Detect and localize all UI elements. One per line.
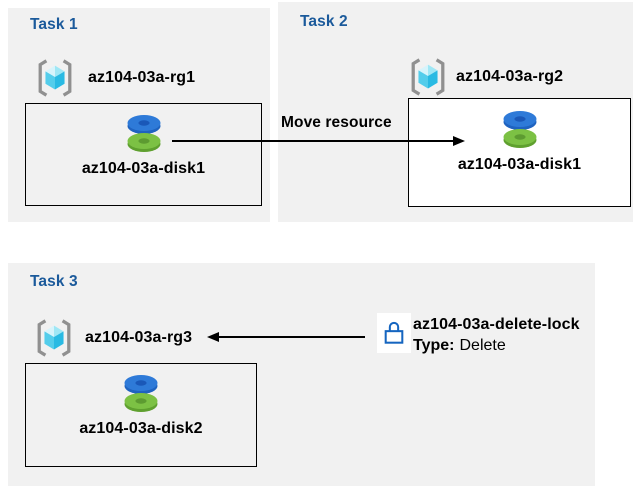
task2-title: Task 2 <box>300 13 348 30</box>
disk-label: az104-03a-disk1 <box>81 160 206 177</box>
resource-group-label: az104-03a-rg3 <box>85 329 193 346</box>
lock-icon <box>377 313 411 353</box>
resource-group-icon <box>34 56 76 100</box>
delete-lock-type: Type:Delete <box>413 337 506 355</box>
resource-group-icon <box>407 55 449 99</box>
task2-panel: Task 2 az104-03a-rg2 <box>278 2 633 222</box>
task2-resource-box: az104-03a-disk1 <box>408 98 631 207</box>
task3-panel: Task 3 az104-03a-rg3 az104-03a-delete-lo… <box>8 263 595 486</box>
lock-arrowhead-icon <box>207 331 219 342</box>
move-resource-label: Move resource <box>281 114 392 131</box>
move-arrow <box>172 140 454 142</box>
move-arrowhead-icon <box>453 135 465 146</box>
lock-type-value: Delete <box>459 337 506 354</box>
task3-resource-box: az104-03a-disk2 <box>25 363 257 467</box>
resource-group-label: az104-03a-rg2 <box>456 68 564 85</box>
disk-icon <box>121 372 161 414</box>
task1-resource-box: az104-03a-disk1 <box>25 103 262 206</box>
lock-type-label: Type: <box>413 337 455 354</box>
disk-label: az104-03a-disk1 <box>457 156 582 173</box>
task1-panel: Task 1 az104-03a-rg1 <box>8 8 270 222</box>
task3-title: Task 3 <box>30 273 78 290</box>
delete-lock-label: az104-03a-delete-lock <box>413 316 580 333</box>
resource-group-icon <box>33 316 75 360</box>
disk-icon <box>124 112 164 154</box>
resource-group-label: az104-03a-rg1 <box>88 69 196 86</box>
disk-icon <box>500 108 540 150</box>
lock-arrow <box>218 336 365 338</box>
disk-label: az104-03a-disk2 <box>79 420 203 437</box>
task1-title: Task 1 <box>30 16 78 33</box>
